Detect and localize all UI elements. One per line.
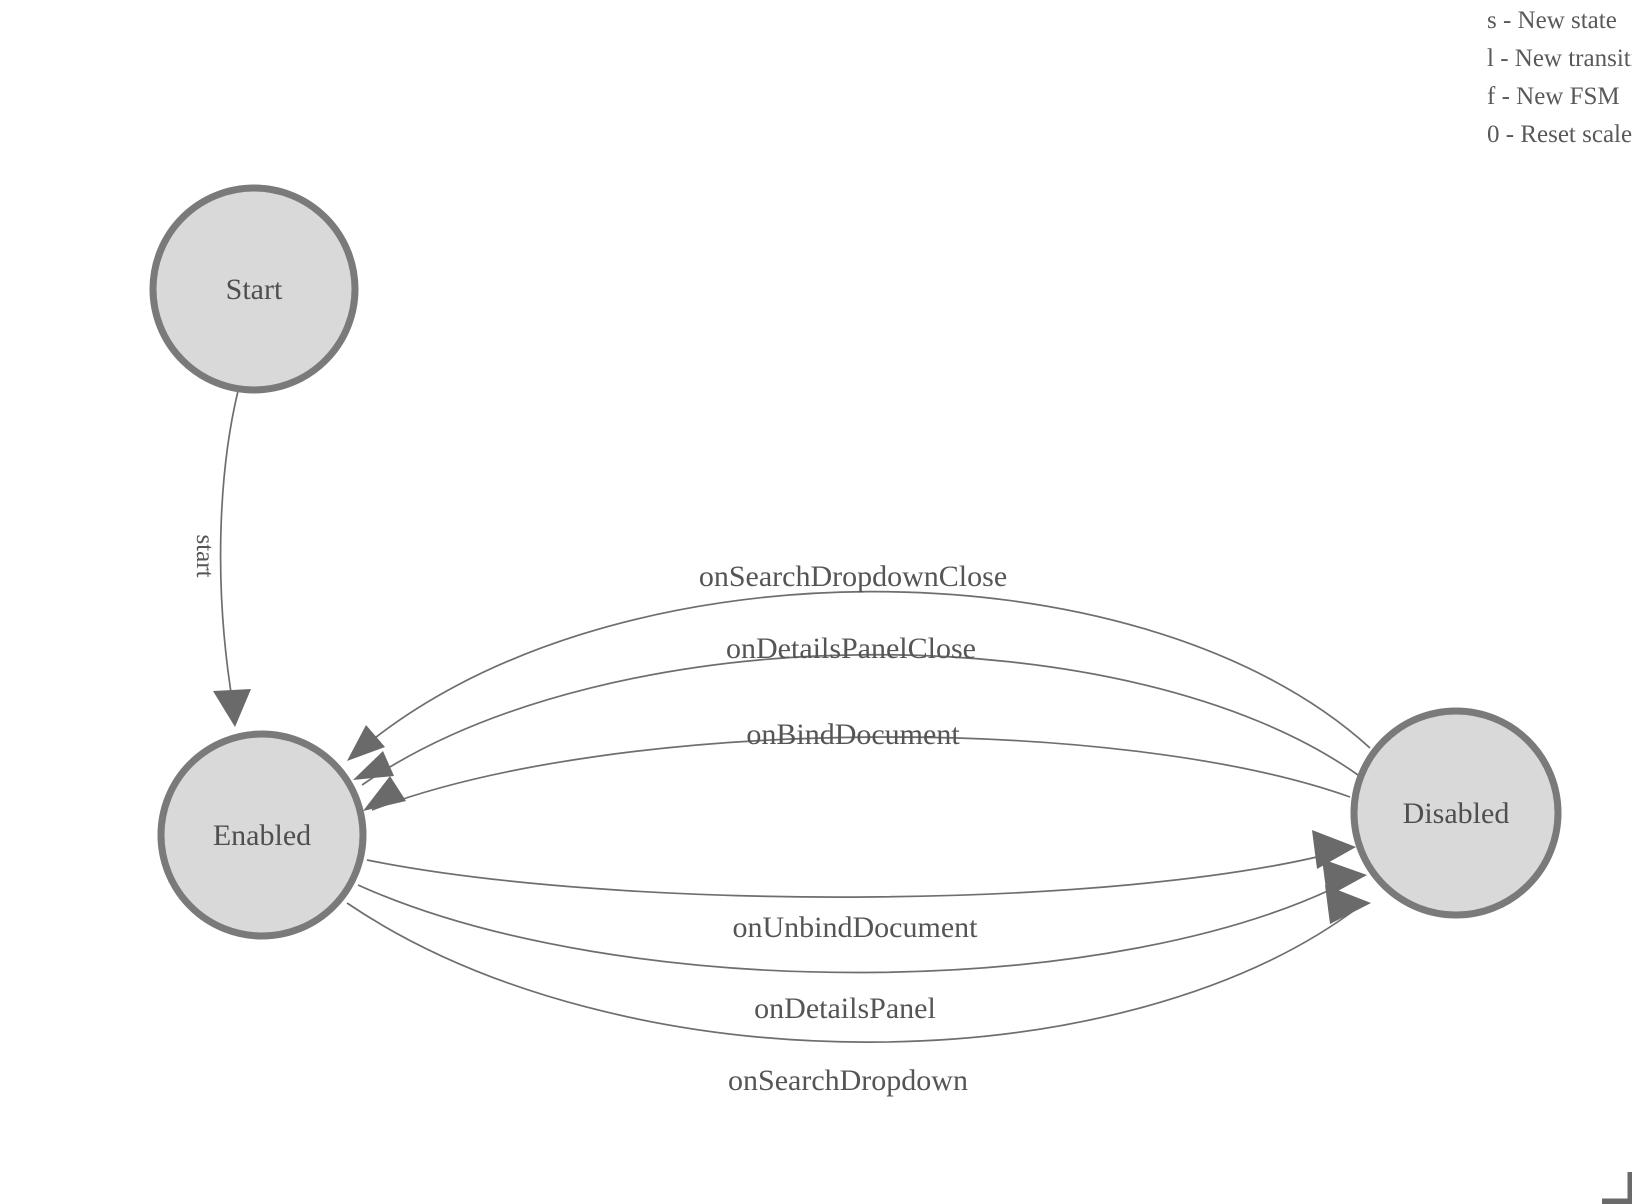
- transition-label-onUnbindDocument: onUnbindDocument: [733, 911, 979, 944]
- transition-edge-onSearchDropdown[interactable]: [346, 902, 1361, 1043]
- transition-edge-onUnbindDocument[interactable]: [366, 849, 1346, 898]
- transition-label-onSearchDropdown: onSearchDropdown: [728, 1064, 968, 1097]
- arrowhead-icon: [347, 725, 385, 761]
- canvas-corner-mark: [1602, 1172, 1632, 1204]
- state-label-disabled: Disabled: [1403, 797, 1510, 830]
- keyboard-hints: s - New state l - New transition f - New…: [1487, 2, 1632, 154]
- arrowhead-icon: [363, 776, 406, 811]
- transition-label-start: start: [191, 534, 218, 577]
- transition-edge-onDetailsPanelClose[interactable]: [361, 653, 1359, 786]
- state-node-start[interactable]: [149, 184, 359, 394]
- transition-edge-onBindDocument[interactable]: [371, 736, 1351, 811]
- state-label-enabled: Enabled: [213, 819, 311, 852]
- arrowhead-icon: [353, 751, 394, 780]
- arrowhead-icon: [1322, 859, 1367, 897]
- transition-label-onDetailsPanel: onDetailsPanel: [754, 992, 936, 1025]
- keyboard-hint-line: 0 - Reset scale: [1487, 121, 1632, 148]
- keyboard-hint-line: s - New state: [1487, 7, 1617, 34]
- transition-label-onDetailsPanelClose: onDetailsPanelClose: [726, 632, 976, 665]
- transition-label-onSearchDropdownClose: onSearchDropdownClose: [699, 560, 1007, 593]
- arrowhead-icon: [1312, 830, 1356, 869]
- arrowhead-icon: [213, 689, 251, 727]
- keyboard-hint-line: f - New FSM: [1487, 83, 1620, 110]
- transition-edge-start[interactable]: [219, 390, 239, 706]
- arrowhead-icon: [1325, 885, 1371, 924]
- state-node-disabled[interactable]: [1350, 707, 1562, 919]
- transition-edge-onSearchDropdownClose[interactable]: [351, 590, 1371, 758]
- transition-label-onBindDocument: onBindDocument: [746, 718, 960, 751]
- state-label-start: Start: [226, 273, 283, 306]
- state-node-enabled[interactable]: [157, 730, 367, 940]
- transition-edge-onDetailsPanel[interactable]: [357, 876, 1357, 974]
- keyboard-hint-line: l - New transition: [1487, 45, 1632, 72]
